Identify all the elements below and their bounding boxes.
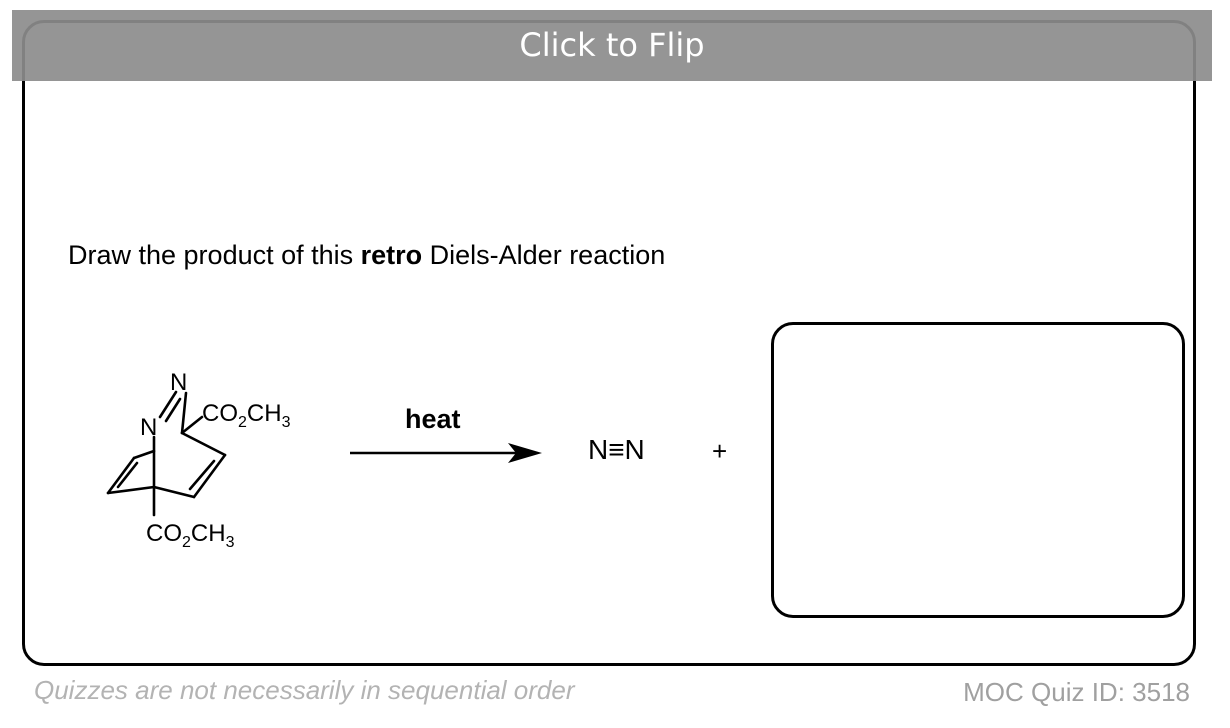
click-to-flip-button[interactable]: Click to Flip [12, 10, 1212, 81]
question-prefix: Draw the product of this [68, 240, 361, 270]
nitrogen-byproduct: N≡N [588, 434, 645, 465]
reaction-condition: heat [405, 404, 461, 434]
quiz-id: MOC Quiz ID: 3518 [963, 677, 1190, 707]
n-top-label: N [170, 369, 187, 396]
lower-ester-label: CO2CH3 [146, 520, 235, 551]
question-prompt: Draw the product of this retro Diels-Ald… [68, 240, 665, 271]
plus-sign: + [712, 436, 728, 466]
footer-note: Quizzes are not necessarily in sequentia… [34, 675, 575, 705]
n-bridge-label: N [140, 414, 157, 441]
reactant-structure: N N CO2CH3 CO2CH3 [106, 369, 291, 551]
answer-box[interactable] [771, 322, 1185, 618]
question-emphasis: retro [360, 240, 423, 270]
reaction-arrow [350, 443, 542, 463]
upper-ester-label: CO2CH3 [202, 400, 291, 431]
question-suffix: Diels-Alder reaction [422, 240, 666, 270]
